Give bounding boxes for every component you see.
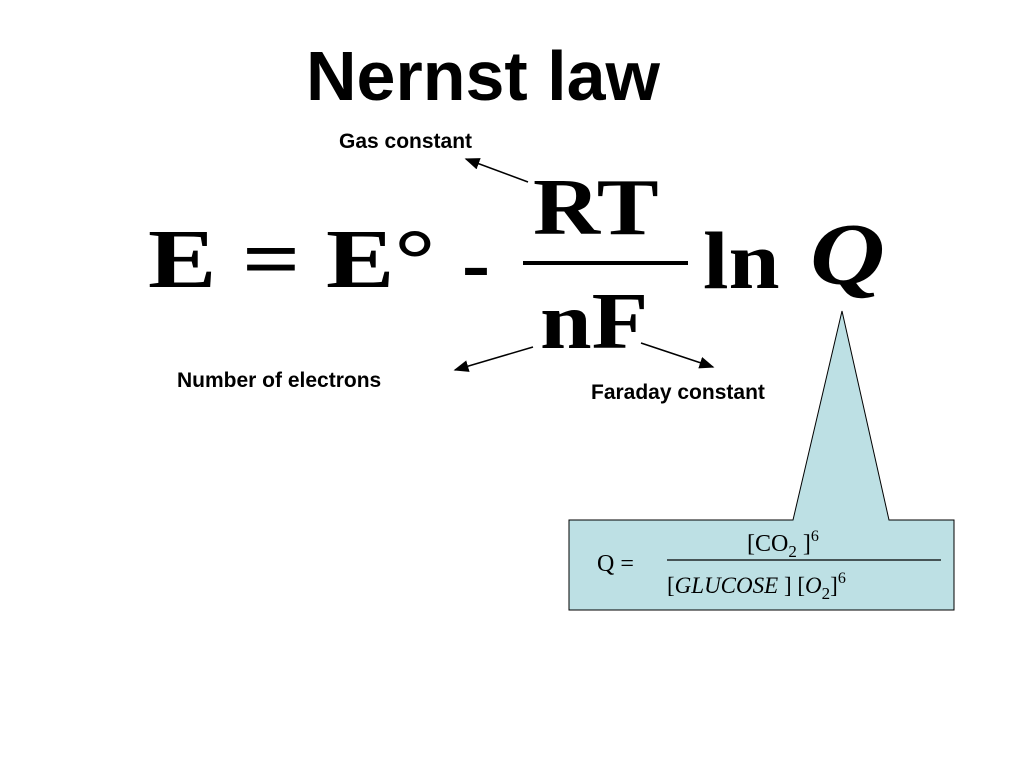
o2-term: O [805,573,822,598]
gas-constant-label: Gas constant [339,130,473,153]
slide-title: Nernst law [306,37,660,115]
o2-exponent: 6 [837,570,846,587]
equation-minus: - [462,217,490,310]
electrons-arrow [453,346,534,372]
equation-lhs: E = E° [148,213,436,306]
equation-denominator: nF [540,278,649,366]
equation-q: Q [810,207,886,304]
faraday-arrow [640,342,715,369]
co2-exponent: 6 [810,528,819,545]
faraday-constant-label: Faraday constant [591,381,765,404]
q-denominator: [GLUCOSE ] [O2]6 [667,570,846,603]
o2-subscript: 2 [821,584,831,603]
glucose-term: GLUCOSE [674,573,779,598]
co-close: ] [796,531,811,557]
q-callout: Q = [CO2 ]6 [GLUCOSE ] [O2]6 [569,520,954,610]
q-numerator: [CO2 ]6 [747,528,819,561]
co-bracket: [CO [747,531,789,557]
co2-subscript: 2 [788,542,797,561]
equation-ln: ln [703,215,780,306]
q-callout-shape [568,310,955,611]
q-lhs: Q = [597,551,634,577]
gas-constant-arrow [464,158,529,183]
equation-numerator: RT [533,164,659,252]
number-of-electrons-label: Number of electrons [177,369,382,392]
